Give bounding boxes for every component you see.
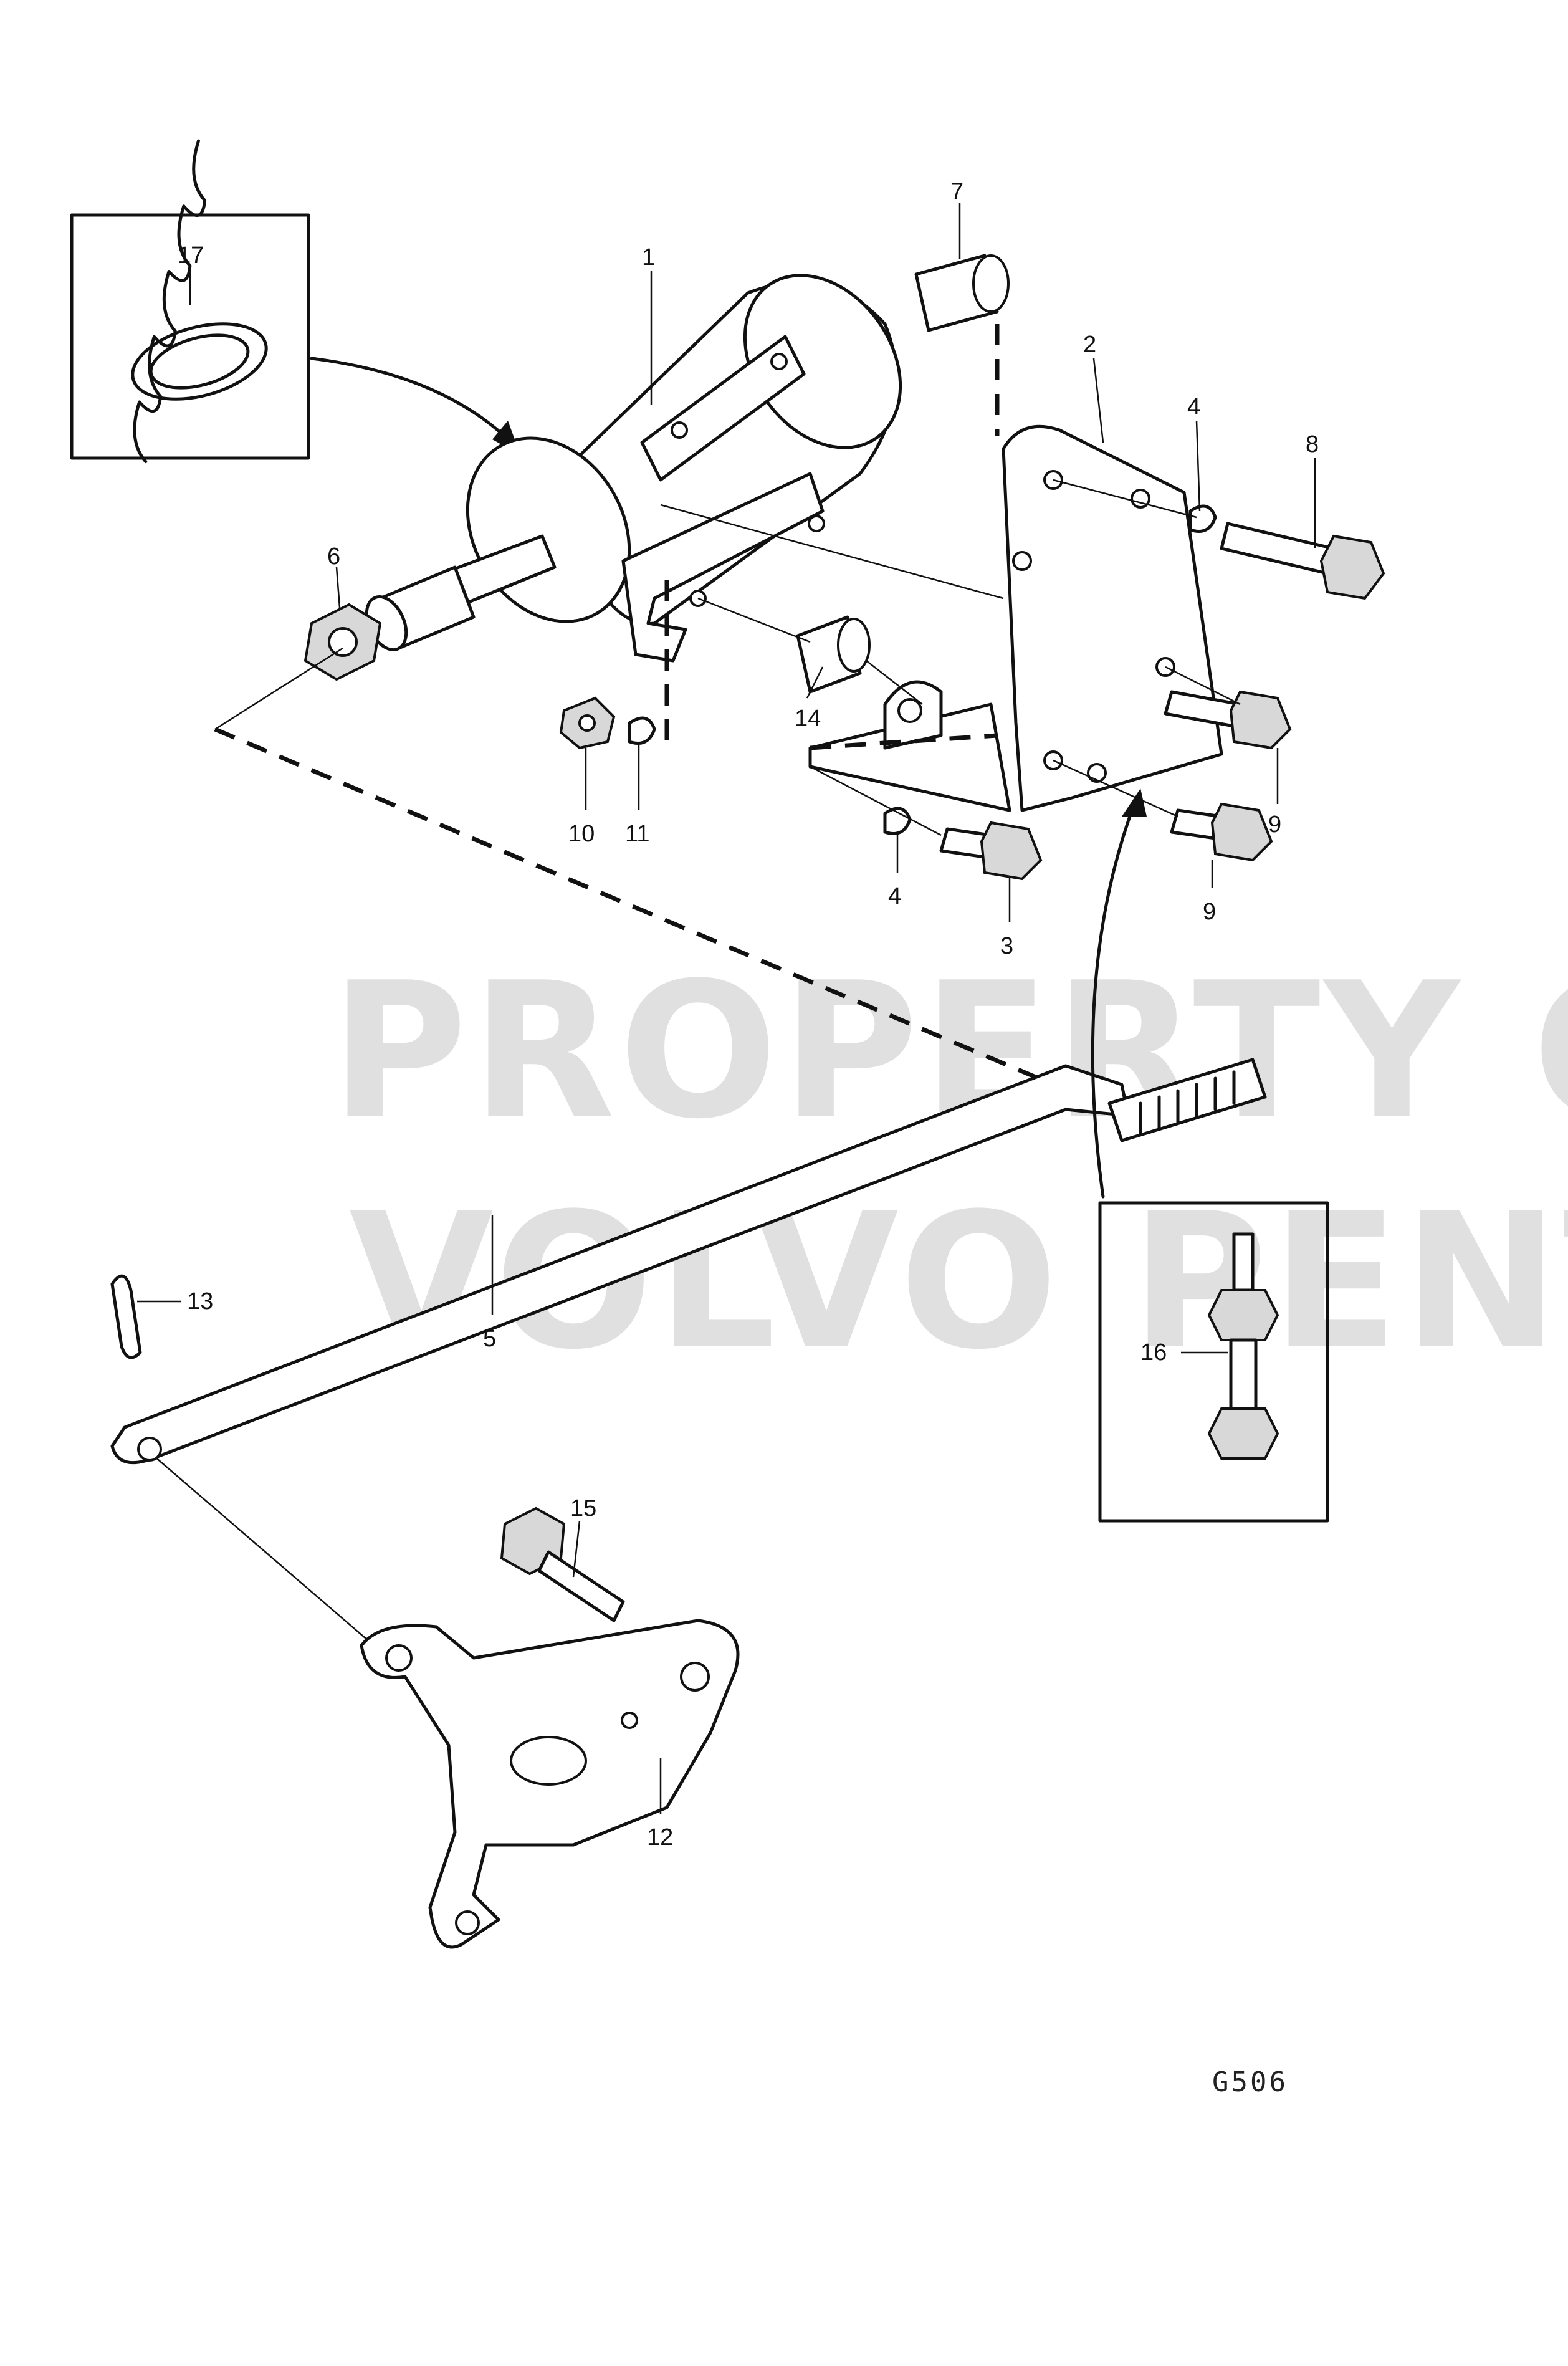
- callout-labels: 1 2 3 4 4 5 6 7 8 9 9 10 11 12 13 14 15: [137, 179, 1319, 1851]
- bolt-15: [500, 1506, 625, 1622]
- watermark: PROPERTY OF VOLVO PENTA: [330, 942, 1568, 1391]
- callout-4-bottom: 4: [888, 883, 901, 909]
- assembly-lines: [149, 324, 1241, 1646]
- callout-8: 8: [1306, 431, 1319, 457]
- callout-9-top: 9: [1268, 812, 1281, 838]
- inset-spring: [70, 139, 520, 464]
- callout-16: 16: [1140, 1339, 1167, 1366]
- inset-frame-16: [1098, 1201, 1329, 1523]
- control-rod: [110, 1058, 1267, 1465]
- inset-arrow-line-16: [1091, 802, 1136, 1199]
- callout-17: 17: [178, 242, 204, 269]
- callout-12: 12: [647, 1824, 673, 1851]
- callout-11: 11: [625, 821, 649, 847]
- callout-5: 5: [483, 1326, 496, 1352]
- callout-13: 13: [187, 1288, 213, 1315]
- callout-14: 14: [795, 706, 821, 732]
- solenoid: [365, 274, 902, 663]
- bracket: [808, 424, 1223, 812]
- bolts: [939, 522, 1385, 881]
- callout-2: 2: [1083, 332, 1096, 358]
- callout-3: 3: [1000, 933, 1013, 959]
- callout-1: 1: [642, 244, 655, 271]
- callout-10: 10: [568, 821, 595, 847]
- spring-icon: [131, 139, 268, 464]
- diagram-code: G506: [1212, 2066, 1288, 2098]
- callout-9-bottom: 9: [1203, 899, 1216, 925]
- inset-stud: [1091, 788, 1329, 1523]
- callout-4-top: 4: [1187, 394, 1200, 420]
- callout-15: 15: [570, 1495, 596, 1521]
- inset-frame: [70, 213, 310, 460]
- callout-6: 6: [327, 544, 340, 570]
- lever-plate: [360, 1619, 740, 1949]
- callout-7: 7: [950, 179, 963, 205]
- spacers: [796, 254, 1010, 694]
- arrow-head-icon-16: [1122, 788, 1147, 817]
- inset-arrow-line: [310, 357, 507, 438]
- cotter-pin: [110, 1274, 142, 1359]
